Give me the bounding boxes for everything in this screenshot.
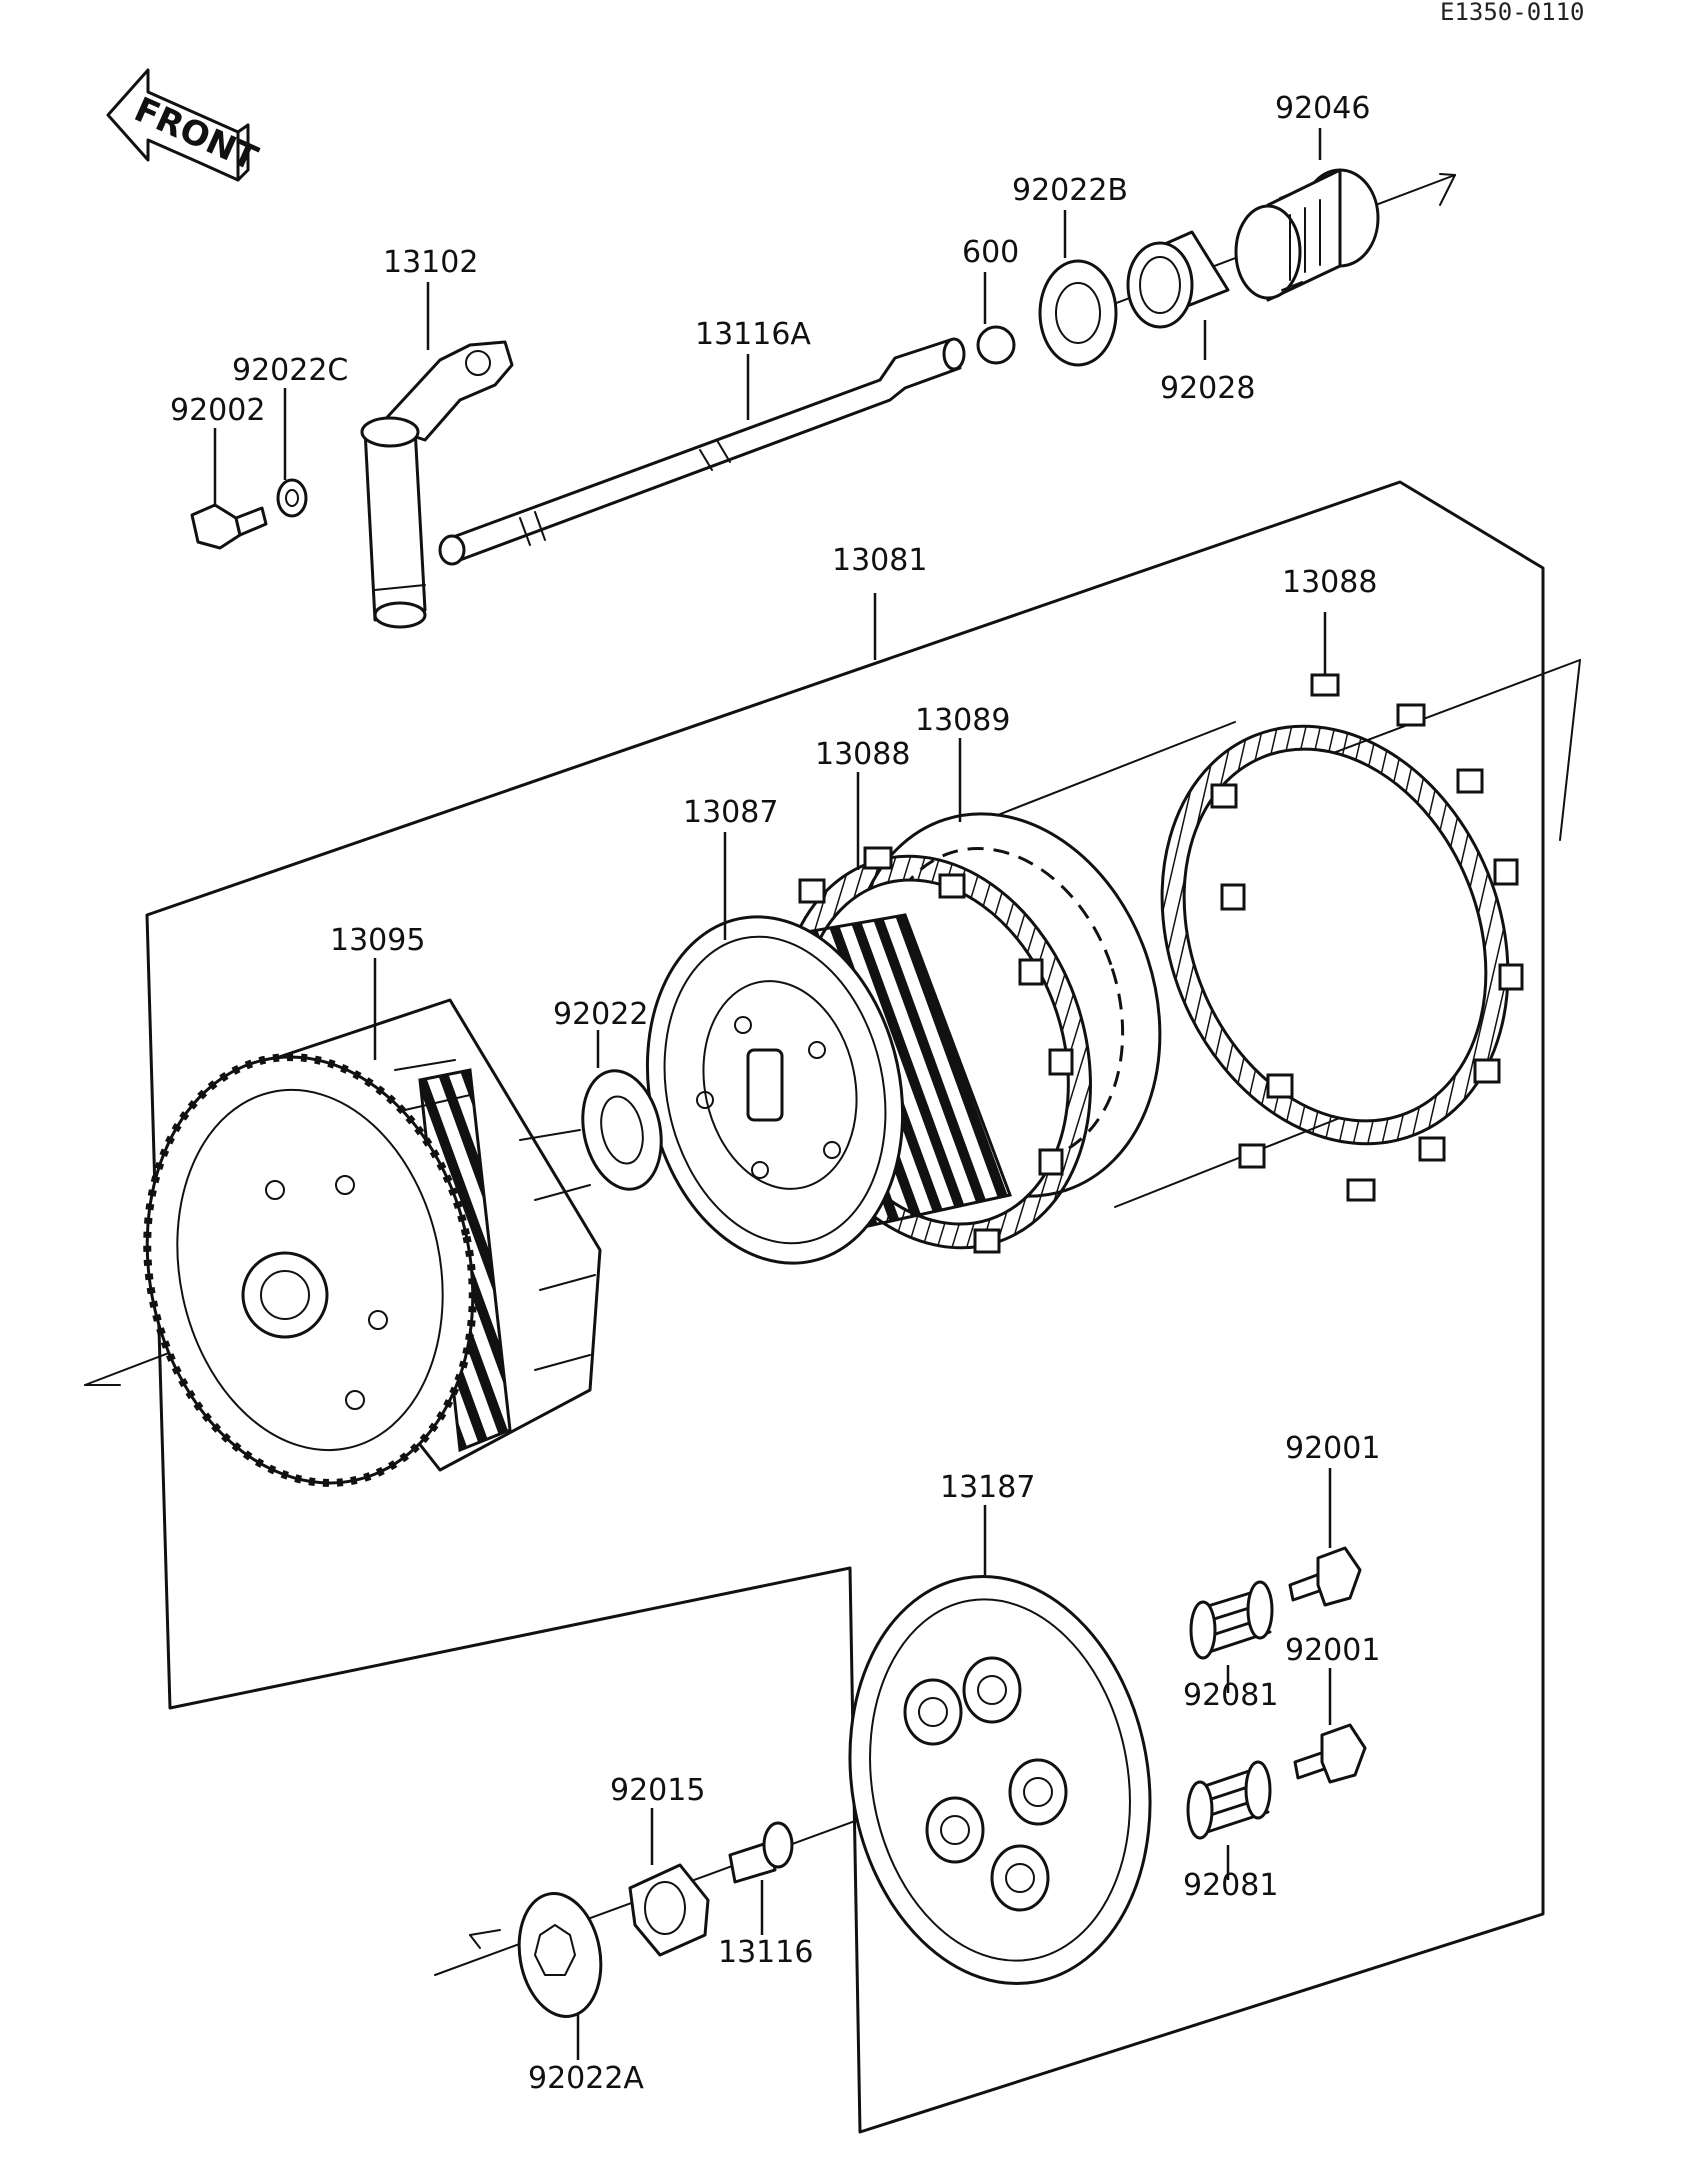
spring-92081-upper (1189, 1580, 1274, 1660)
label-13087: 13087 (683, 795, 778, 830)
assembly-outline (145, 480, 1545, 2134)
label-92022: 92022 (553, 997, 648, 1032)
washer-92022C (276, 478, 308, 518)
clutch-housing-13095 (143, 998, 602, 1487)
label-92001-upper: 92001 (1285, 1431, 1380, 1466)
washer-92022B (1038, 259, 1118, 367)
lock-washer-92022A (517, 1892, 603, 2018)
label-92081-lower: 92081 (1183, 1868, 1278, 1903)
bolt-92002 (190, 503, 268, 550)
label-13089: 13089 (915, 703, 1010, 738)
label-13102: 13102 (383, 245, 478, 280)
label-92022C: 92022C (232, 353, 348, 388)
label-13095: 13095 (330, 923, 425, 958)
spring-92081-lower (1186, 1760, 1272, 1840)
push-rod-13116A (438, 337, 966, 566)
front-label: FRONT (128, 90, 264, 180)
clutch-hub-13087 (645, 913, 1013, 1265)
pusher-13116 (728, 1821, 794, 1884)
label-13088-middle: 13088 (815, 737, 910, 772)
label-13088-right: 13088 (1282, 565, 1377, 600)
label-600: 600 (962, 235, 1019, 270)
label-92046: 92046 (1275, 91, 1370, 126)
pressure-plate-13187 (848, 1574, 1152, 1986)
friction-plate-13088-right (1160, 673, 1524, 1202)
label-13187: 13187 (940, 1470, 1035, 1505)
front-arrow-icon: FRONT (106, 68, 264, 182)
label-92022A: 92022A (528, 2061, 644, 2096)
document-id: E1350-0110 (1440, 0, 1585, 26)
release-lever-13102 (360, 340, 514, 629)
steel-ball-600 (976, 325, 1016, 365)
bolt-92001-upper (1288, 1546, 1362, 1607)
label-13116: 13116 (718, 1935, 813, 1970)
label-92028: 92028 (1160, 371, 1255, 406)
washer-92022 (581, 1069, 663, 1191)
label-13081: 13081 (832, 543, 927, 578)
label-13116A: 13116A (695, 317, 811, 352)
bolt-92001-lower (1293, 1723, 1367, 1784)
label-92002: 92002 (170, 393, 265, 428)
label-92001-lower: 92001 (1285, 1633, 1380, 1668)
leader-lines (213, 128, 1332, 2060)
label-92022B: 92022B (1012, 173, 1128, 208)
needle-bearing-92046 (1234, 168, 1380, 302)
label-92015: 92015 (610, 1773, 705, 1808)
nut-92015 (628, 1863, 710, 1957)
label-92081-upper: 92081 (1183, 1678, 1278, 1713)
collar-92028 (1126, 230, 1230, 329)
